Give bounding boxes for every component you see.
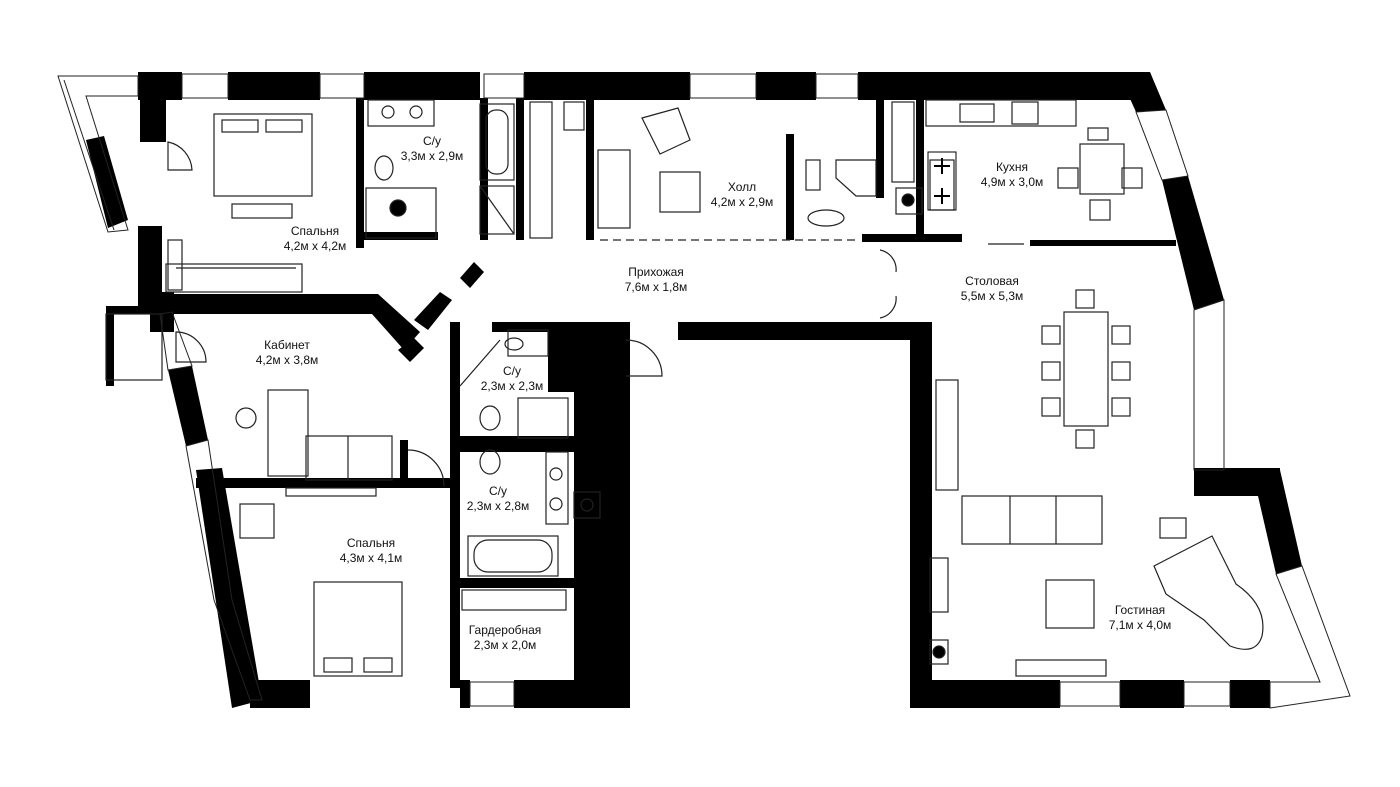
fridge-marks bbox=[927, 151, 957, 211]
room-name: Гардеробная bbox=[468, 623, 542, 637]
room-name: Столовая bbox=[965, 274, 1019, 288]
room-name: С/у bbox=[489, 484, 507, 498]
room-dimensions: 4,9м х 3,0м bbox=[980, 175, 1044, 189]
room-dimensions: 4,2м х 3,8м bbox=[255, 353, 319, 367]
room-label-study: Кабинет 4,2м х 3,8м bbox=[256, 338, 319, 368]
room-dimensions: 4,3м х 4,1м bbox=[339, 551, 403, 565]
room-dimensions: 2,3м х 2,8м bbox=[466, 499, 530, 513]
room-dimensions: 7,6м х 1,8м bbox=[624, 280, 688, 294]
room-name: Спальня bbox=[346, 536, 396, 550]
room-dimensions: 4,2м х 2,9м bbox=[710, 195, 774, 209]
room-dimensions: 7,1м х 4,0м bbox=[1108, 618, 1172, 632]
room-name: С/у bbox=[503, 364, 521, 378]
room-label-kitchen: Кухня 4,9м х 3,0м bbox=[981, 160, 1044, 190]
room-name: Спальня bbox=[290, 224, 340, 238]
room-name: Кабинет bbox=[264, 338, 310, 352]
room-name: Гостиная bbox=[1114, 603, 1166, 617]
room-label-bedroom-2: Спальня 4,3м х 4,1м bbox=[340, 536, 403, 566]
room-name: С/у bbox=[423, 134, 441, 148]
room-dimensions: 3,3м х 2,9м bbox=[400, 149, 464, 163]
room-label-bathroom-1: С/у 3,3м х 2,9м bbox=[401, 134, 464, 164]
room-name: Прихожая bbox=[628, 265, 684, 279]
furniture bbox=[105, 99, 1264, 677]
room-label-hall: Холл 4,2м х 2,9м bbox=[711, 180, 774, 210]
room-dimensions: 2,3м х 2,0м bbox=[473, 638, 537, 652]
room-label-dining: Столовая 5,5м х 5,3м bbox=[961, 274, 1024, 304]
room-name: Кухня bbox=[995, 160, 1029, 174]
room-name: Холл bbox=[727, 180, 757, 194]
room-dimensions: 2,3м х 2,3м bbox=[480, 379, 544, 393]
windows bbox=[57, 73, 1351, 709]
room-label-bathroom-3: С/у 2,3м х 2,8м bbox=[467, 484, 530, 514]
room-label-living: Гостиная 7,1м х 4,0м bbox=[1109, 603, 1172, 633]
room-label-bedroom-1: Спальня 4,2м х 4,2м bbox=[284, 224, 347, 254]
room-label-entrance: Прихожая 7,6м х 1,8м bbox=[625, 265, 688, 295]
room-dimensions: 5,5м х 5,3м bbox=[960, 289, 1024, 303]
room-dimensions: 4,2м х 4,2м bbox=[283, 239, 347, 253]
room-label-bathroom-2: С/у 2,3м х 2,3м bbox=[481, 364, 544, 394]
room-label-wardrobe: Гардеробная 2,3м х 2,0м bbox=[469, 623, 542, 653]
walls bbox=[86, 72, 1302, 708]
